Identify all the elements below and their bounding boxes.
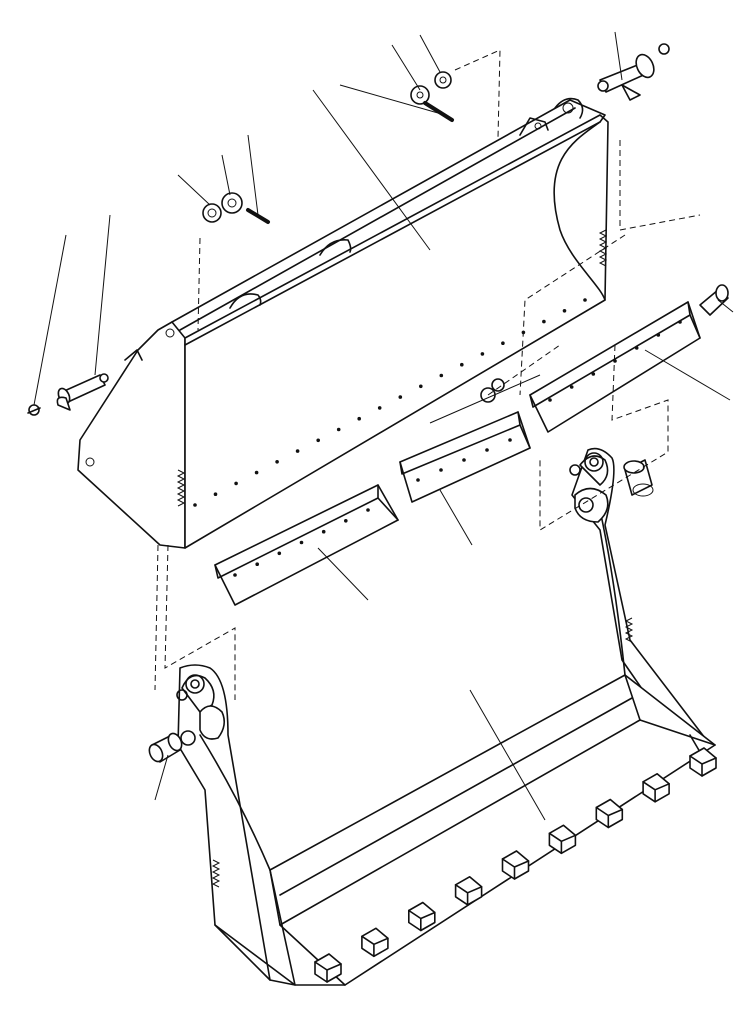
assembly-dashed-lines	[154, 49, 701, 700]
bucket-tooth	[548, 824, 577, 855]
bucket-teeth	[314, 747, 717, 983]
bolt-hole	[591, 372, 596, 376]
cutting-edge-right	[529, 301, 701, 433]
bolt-hole	[678, 320, 682, 324]
cutting-edge-left	[214, 484, 399, 606]
bolt-hole	[542, 319, 546, 324]
bolt-hole	[336, 427, 341, 432]
bolt-hole	[460, 362, 464, 367]
bolt-hole	[254, 470, 259, 475]
bolt-hole	[321, 529, 326, 534]
bolt-hole	[569, 385, 574, 389]
bolt-hole	[439, 373, 444, 378]
bolt-hole	[485, 448, 489, 452]
cutting-edge-center	[399, 411, 531, 503]
cutting-edge-left-holes	[233, 508, 370, 577]
bolt-hole	[562, 309, 567, 313]
bolt-hole	[366, 508, 370, 512]
bolt-hole	[462, 458, 466, 462]
upper-back-panel	[184, 114, 609, 549]
bolt-hole	[398, 395, 403, 399]
bushing-left	[148, 732, 183, 763]
bolt-hole	[377, 406, 382, 410]
hardware-bolts-nuts-washers	[124, 71, 729, 403]
bolt-hole	[344, 519, 348, 523]
bolt-hole	[213, 492, 218, 497]
bolt-hole	[193, 503, 197, 507]
lower-bucket-clamshell	[176, 447, 717, 986]
bucket-tooth	[642, 772, 670, 803]
bushing-right	[623, 459, 654, 497]
bolt-hole	[299, 540, 304, 545]
pivot-pin-right	[597, 43, 670, 101]
bolt-hole	[501, 341, 505, 346]
pivot-pin-left	[27, 373, 109, 416]
bolt-hole	[480, 352, 485, 356]
bucket-tooth	[501, 850, 530, 880]
bolt-hole	[508, 438, 512, 442]
bolt-hole	[277, 551, 282, 556]
upper-left-plate-hole	[85, 457, 95, 467]
bolt-hole	[234, 481, 238, 486]
bolt-hole	[548, 398, 552, 402]
bolt-hole	[255, 562, 259, 566]
lower-bucket-body	[269, 674, 716, 986]
bolt-hole	[416, 478, 420, 482]
bucket-tooth	[454, 875, 483, 906]
callout-leader-lines	[33, 31, 734, 821]
bucket-tooth	[595, 798, 624, 829]
bolt-hole	[583, 298, 587, 302]
bolt-hole	[634, 346, 639, 350]
cutting-edge-center-holes	[416, 438, 512, 482]
bucket-tooth	[314, 953, 342, 983]
bolt-hole	[295, 449, 300, 453]
bucket-tooth	[361, 927, 389, 958]
bolt-hole	[419, 384, 423, 389]
bucket-tooth	[407, 901, 436, 932]
bolt-hole	[656, 333, 661, 337]
bucket-tooth	[689, 747, 717, 777]
upper-bucket-shell	[77, 97, 609, 549]
lower-left-arm	[177, 664, 296, 986]
bolt-hole	[275, 460, 279, 464]
bolt-hole	[439, 468, 443, 472]
upper-bolt-holes	[193, 298, 587, 507]
bolt-hole	[613, 359, 617, 363]
bolt-hole	[233, 573, 237, 577]
upper-left-side-plate	[77, 321, 186, 549]
bolt-hole	[357, 416, 362, 421]
bolt-hole	[316, 438, 321, 443]
